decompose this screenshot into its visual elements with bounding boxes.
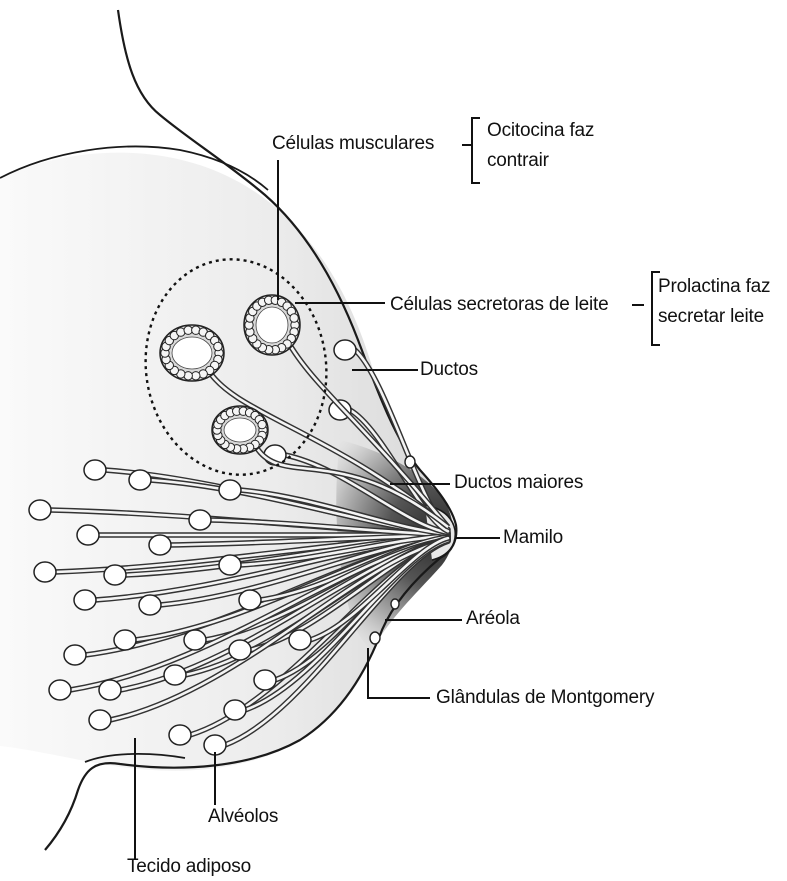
alveolus [114,630,136,650]
alveolus [34,562,56,582]
lobule-lumen [172,337,212,369]
alveolus [239,590,261,610]
alveolus [84,460,106,480]
alveolus [184,630,206,650]
alveolus [64,645,86,665]
alveolus [254,670,276,690]
montgomery-gland [370,632,380,644]
label-areola: Aréola [466,608,520,630]
montgomery-gland [405,456,415,468]
label-prolactina: Prolactina faz secretar leite [658,276,770,328]
lobule-lumen [256,307,288,343]
label-celulas-secretoras: Células secretoras de leite [390,294,609,316]
label-prolactina-line2: secretar leite [658,306,770,328]
lobule-lumen [224,418,256,442]
alveolus [139,595,161,615]
leader-glandulas [368,648,430,698]
label-prolactina-line1: Prolactina faz [658,276,770,298]
label-ocitocina-line1: Ocitocina faz [487,120,594,142]
alveolus [289,630,311,650]
label-ocitocina-line2: contrair [487,150,594,172]
alveolus [89,710,111,730]
secretory-cell [214,342,222,350]
alveolus [219,480,241,500]
alveolus [99,680,121,700]
alveolus [224,700,246,720]
bracket-ocitocina [472,118,480,183]
alveolus [129,470,151,490]
montgomery-gland [391,599,399,609]
label-tecido-adiposo: Tecido adiposo [127,856,251,878]
alveolus [189,510,211,530]
secretory-cell [258,420,266,428]
alveolus [164,665,186,685]
alveolus [334,340,356,360]
alveolus [149,535,171,555]
label-ductos-maiores: Ductos maiores [454,472,583,494]
alveolus [229,640,251,660]
label-glandulas-montgomery: Glândulas de Montgomery [436,687,654,709]
label-celulas-musculares: Células musculares [272,133,434,155]
label-alveolos: Alvéolos [208,806,278,828]
alveolus [77,525,99,545]
secretory-cell [290,314,298,322]
alveolus [29,500,51,520]
label-mamilo: Mamilo [503,527,563,549]
alveolus [169,725,191,745]
alveolus [104,565,126,585]
alveolus [74,590,96,610]
label-ocitocina: Ocitocina faz contrair [487,120,594,172]
alveolus [219,555,241,575]
alveolus [49,680,71,700]
label-ductos: Ductos [420,359,478,381]
